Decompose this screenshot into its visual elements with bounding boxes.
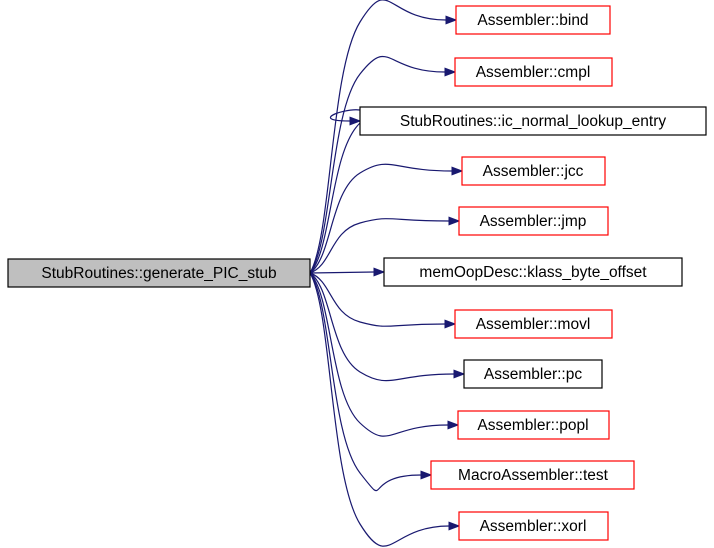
- target-node-assembler-pc[interactable]: Assembler::pc: [463, 359, 603, 389]
- source-node[interactable]: StubRoutines::generate_PIC_stub: [7, 258, 311, 288]
- target-node-box: [359, 106, 707, 136]
- call-edge: [309, 272, 457, 329]
- target-node-assembler-jmp[interactable]: Assembler::jmp: [458, 206, 609, 236]
- target-node-label: Assembler::cmpl: [476, 64, 591, 81]
- target-node-box: [455, 5, 611, 35]
- target-node-macroassembler-test[interactable]: MacroAssembler::test: [430, 460, 635, 490]
- target-node-box: [383, 257, 683, 287]
- target-node-box: [463, 359, 603, 389]
- arrowhead: [448, 521, 461, 531]
- target-node-label: Assembler::jcc: [483, 163, 584, 180]
- target-node-assembler-popl[interactable]: Assembler::popl: [457, 410, 610, 440]
- target-node-label: MacroAssembler::test: [458, 467, 609, 484]
- call-edges: [309, 0, 466, 547]
- target-node-assembler-cmpl[interactable]: Assembler::cmpl: [454, 57, 613, 87]
- target-node-assembler-jcc[interactable]: Assembler::jcc: [461, 156, 606, 186]
- target-node-label: Assembler::xorl: [480, 518, 587, 535]
- target-node-box: [458, 511, 609, 541]
- target-node-box: [458, 206, 609, 236]
- call-edge: [309, 272, 460, 437]
- call-edge: [309, 163, 464, 274]
- arrowhead: [451, 166, 464, 176]
- target-node-label: memOopDesc::klass_byte_offset: [419, 264, 647, 281]
- arrowhead: [447, 420, 460, 430]
- call-edge: [309, 272, 433, 492]
- call-edge: [309, 56, 457, 274]
- arrowhead: [444, 67, 457, 77]
- target-node-label: Assembler::popl: [477, 417, 588, 434]
- target-node-ic-normal-lookup-entry[interactable]: StubRoutines::ic_normal_lookup_entry: [359, 106, 707, 136]
- target-node-box: [454, 57, 613, 87]
- target-node-label: Assembler::movl: [476, 316, 591, 333]
- arrowhead: [445, 15, 458, 25]
- target-node-box: [461, 156, 606, 186]
- target-node-assembler-bind[interactable]: Assembler::bind: [455, 5, 611, 35]
- arrowhead: [453, 369, 466, 379]
- target-node-assembler-xorl[interactable]: Assembler::xorl: [458, 511, 609, 541]
- arrowhead: [349, 116, 362, 126]
- target-node-box: [430, 460, 635, 490]
- target-node-label: Assembler::pc: [484, 366, 582, 383]
- target-node-label: Assembler::bind: [477, 12, 588, 29]
- call-edge: [309, 272, 466, 382]
- call-edge: [309, 267, 386, 277]
- target-node-box: [454, 309, 613, 339]
- target-node-label: StubRoutines::ic_normal_lookup_entry: [400, 113, 666, 130]
- call-edge: [309, 216, 461, 274]
- source-node-box: [7, 258, 311, 288]
- arrowhead: [444, 319, 457, 329]
- target-node-assembler-movl[interactable]: Assembler::movl: [454, 309, 613, 339]
- target-node-label: Assembler::jmp: [480, 213, 587, 230]
- arrowhead: [448, 216, 461, 226]
- arrowhead: [420, 470, 433, 480]
- arrowhead: [373, 267, 386, 277]
- target-node-klass-byte-offset[interactable]: memOopDesc::klass_byte_offset: [383, 257, 683, 287]
- source-node-label: StubRoutines::generate_PIC_stub: [41, 265, 276, 282]
- call-edge: [309, 272, 461, 547]
- call-edge: [309, 0, 458, 274]
- target-node-box: [457, 410, 610, 440]
